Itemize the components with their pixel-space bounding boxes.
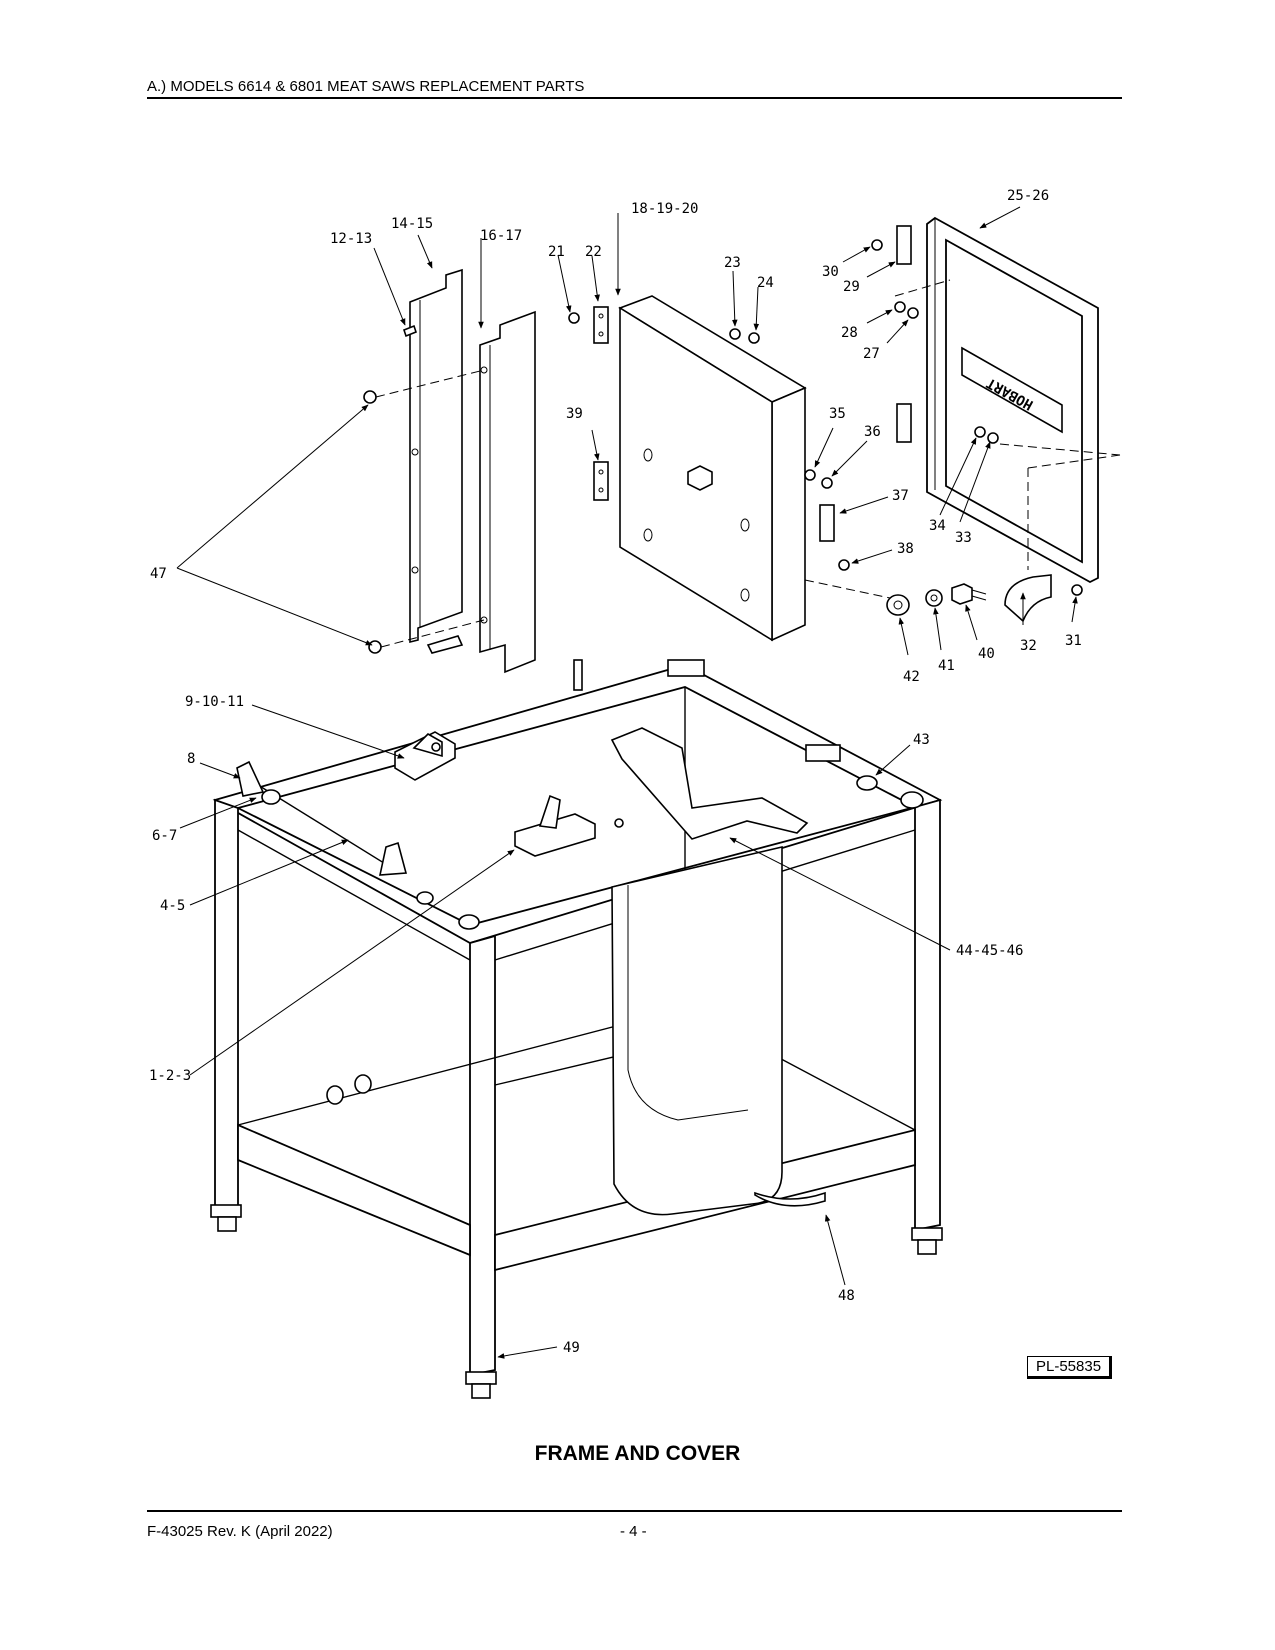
footer-page-number: - 4 - xyxy=(620,1523,647,1540)
pivot-brackets xyxy=(394,731,624,857)
stand-frame xyxy=(210,659,943,1399)
callout-16-17: 16-17 xyxy=(480,228,522,244)
callout-48: 48 xyxy=(838,1288,855,1304)
callout-leader-lines xyxy=(176,206,1078,1359)
door-handle-32 xyxy=(1004,574,1083,623)
callout-18-19-20: 18-19-20 xyxy=(631,201,698,217)
callout-27: 27 xyxy=(863,346,880,362)
cover-plate-18-19-20 xyxy=(618,295,807,642)
latch-washers-40-42 xyxy=(804,579,987,616)
callout-49: 49 xyxy=(563,1340,580,1356)
callout-32: 32 xyxy=(1020,638,1037,654)
callout-33: 33 xyxy=(955,530,972,546)
side-panel-16-17 xyxy=(479,310,536,674)
callout-6-7: 6-7 xyxy=(152,828,177,844)
callout-4-5: 4-5 xyxy=(160,898,185,914)
trough-44-46 xyxy=(610,727,809,840)
callout-43: 43 xyxy=(913,732,930,748)
callout-44-45-46: 44-45-46 xyxy=(956,943,1023,959)
callout-24: 24 xyxy=(757,275,774,291)
callout-36: 36 xyxy=(864,424,881,440)
callout-34: 34 xyxy=(929,518,946,534)
callout-47: 47 xyxy=(150,566,167,582)
callout-14-15: 14-15 xyxy=(391,216,433,232)
diagram-caption: FRAME AND COVER xyxy=(534,1442,741,1465)
callout-28: 28 xyxy=(841,325,858,341)
front-door-25-26: HOBART xyxy=(871,216,1121,584)
callout-labels: 12-13 14-15 16-17 18-19-20 21 22 23 24 2… xyxy=(149,188,1082,1356)
side-panel-fasteners xyxy=(363,324,485,654)
side-panel-14-15 xyxy=(409,268,464,654)
callout-25-26: 25-26 xyxy=(1007,188,1049,204)
callout-1-2-3: 1-2-3 xyxy=(149,1068,191,1084)
footer-rule xyxy=(147,1510,1122,1512)
callout-35: 35 xyxy=(829,406,846,422)
callout-37: 37 xyxy=(892,488,909,504)
rod-4-5 xyxy=(236,760,408,876)
callout-23: 23 xyxy=(724,255,741,271)
footer-doc-number: F-43025 Rev. K (April 2022) xyxy=(147,1523,333,1540)
callout-29: 29 xyxy=(843,279,860,295)
callout-12-13: 12-13 xyxy=(330,231,372,247)
page-header-title: A.) MODELS 6614 & 6801 MEAT SAWS REPLACE… xyxy=(147,78,585,95)
drip-tray-48 xyxy=(611,845,826,1216)
callout-41: 41 xyxy=(938,658,955,674)
callout-30: 30 xyxy=(822,264,839,280)
callout-42: 42 xyxy=(903,669,920,685)
callout-22: 22 xyxy=(585,244,602,260)
callout-38: 38 xyxy=(897,541,914,557)
callout-8: 8 xyxy=(187,751,195,767)
callout-31: 31 xyxy=(1065,633,1082,649)
callout-21: 21 xyxy=(548,244,565,260)
callout-39: 39 xyxy=(566,406,583,422)
header-rule xyxy=(147,97,1122,99)
parts-list-reference: PL-55835 xyxy=(1027,1356,1113,1379)
callout-40: 40 xyxy=(978,646,995,662)
callout-9-10-11: 9-10-11 xyxy=(185,694,244,710)
cover-plate-hinges xyxy=(568,306,850,571)
